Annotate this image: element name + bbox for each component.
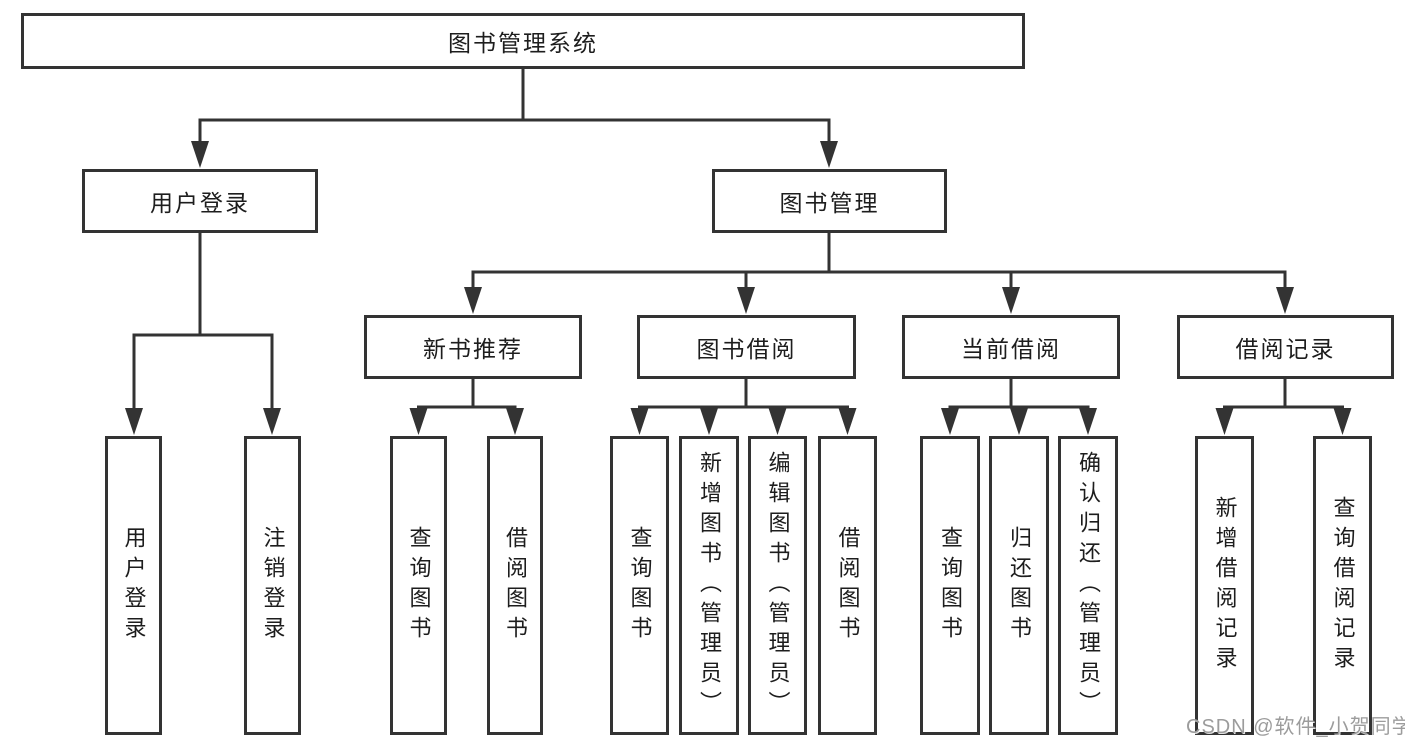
leaf-return-book-label: 归还图书 [1007,525,1032,646]
leaf-confirm-return-admin-label: 确认归还（管理员） [1076,450,1101,721]
leaf-edit-book-admin: 编辑图书（管理员） [748,436,807,735]
watermark: CSDN @软件_小贺同学 [1186,716,1405,738]
leaf-query-borrow-record: 查询借阅记录 [1313,436,1372,735]
leaf-edit-book-admin-label: 编辑图书（管理员） [765,450,791,721]
leaf-logout-label: 注销登录 [260,525,286,646]
node-current-borrow: 当前借阅 [902,315,1120,379]
node-new-book-recommend: 新书推荐 [364,315,582,379]
node-book-borrow: 图书借阅 [637,315,856,379]
node-borrow-records-label: 借阅记录 [1235,336,1336,362]
node-book-management-label: 图书管理 [779,190,880,216]
leaf-query-books-borrow-label: 查询图书 [627,525,653,646]
leaf-user-login: 用户登录 [105,436,162,735]
leaf-logout: 注销登录 [244,436,301,735]
node-root-label: 图书管理系统 [448,30,598,56]
node-user-login-label: 用户登录 [150,190,250,216]
node-root: 图书管理系统 [21,13,1025,69]
leaf-query-books-current-label: 查询图书 [938,525,963,646]
node-book-management: 图书管理 [712,169,947,233]
leaf-query-books-current: 查询图书 [920,436,980,735]
leaf-query-books-recommend-label: 查询图书 [406,525,432,646]
leaf-add-borrow-record-label: 新增借阅记录 [1212,495,1238,676]
node-borrow-records: 借阅记录 [1177,315,1394,379]
leaf-borrow-books-label: 借阅图书 [835,525,861,646]
arrowheads [125,141,1352,435]
leaf-borrow-books: 借阅图书 [818,436,877,735]
leaf-add-borrow-record: 新增借阅记录 [1195,436,1254,735]
leaf-query-books-recommend: 查询图书 [390,436,447,735]
node-book-borrow-label: 图书借阅 [696,336,797,362]
leaf-add-book-admin-label: 新增图书（管理员） [697,450,722,721]
leaf-confirm-return-admin: 确认归还（管理员） [1058,436,1118,735]
leaf-borrow-books-recommend-label: 借阅图书 [503,525,528,646]
leaf-user-login-label: 用户登录 [121,525,147,646]
node-new-book-recommend-label: 新书推荐 [423,336,523,362]
node-user-login: 用户登录 [82,169,318,233]
node-current-borrow-label: 当前借阅 [961,336,1061,362]
leaf-add-book-admin: 新增图书（管理员） [679,436,739,735]
leaf-borrow-books-recommend: 借阅图书 [487,436,543,735]
leaf-query-borrow-record-label: 查询借阅记录 [1330,495,1356,676]
leaf-query-books-borrow: 查询图书 [610,436,669,735]
leaf-return-book: 归还图书 [989,436,1049,735]
